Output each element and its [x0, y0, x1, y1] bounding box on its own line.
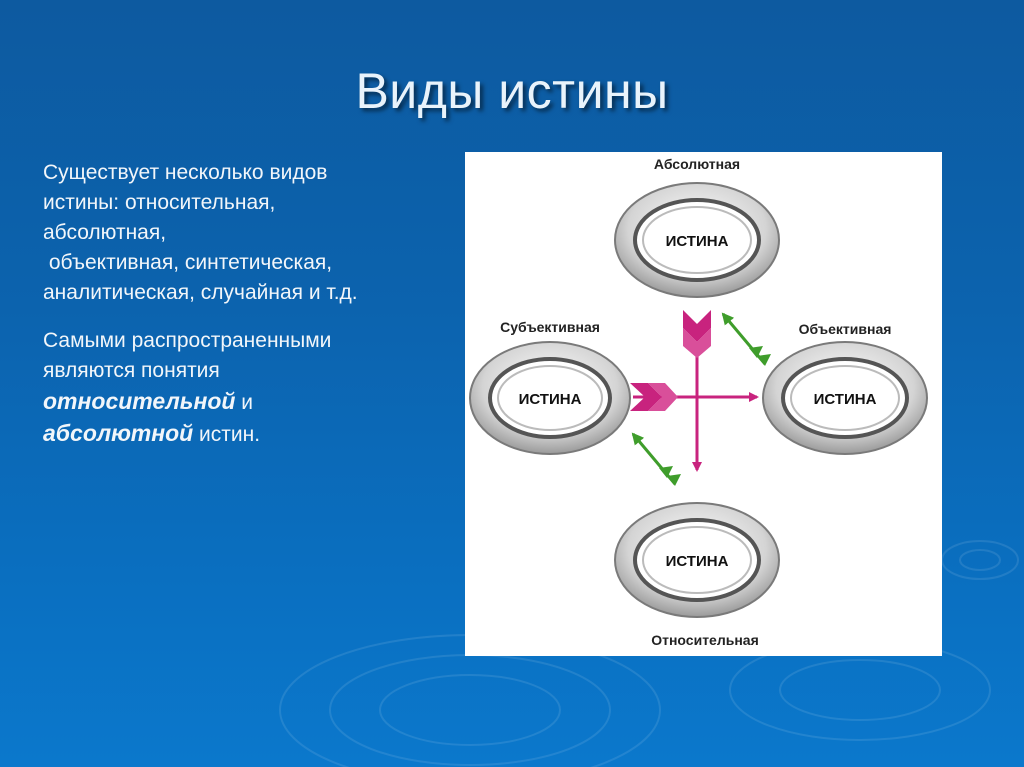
node-text-subjective: ИСТИНА	[519, 391, 582, 408]
green-feather-upper	[749, 346, 771, 366]
node-text-objective: ИСТИНА	[814, 391, 877, 408]
paragraph-line: относительной и	[43, 386, 443, 418]
truth-diagram: Абсолютная ИСТИНА Субъективная ИСТИНА Об…	[469, 156, 928, 648]
node-subjective: Субъективная ИСТИНА	[469, 319, 631, 455]
tail-text: истин.	[193, 423, 261, 446]
paragraph-line: абсолютной истин.	[43, 418, 443, 450]
feather-left-2	[648, 383, 678, 411]
conjunction: и	[235, 391, 254, 414]
feather-top	[683, 310, 711, 342]
diagram-panel: Абсолютная ИСТИНА Субъективная ИСТИНА Об…	[465, 152, 942, 656]
node-objective: Объективная ИСТИНА	[762, 321, 928, 455]
node-text-relative: ИСТИНА	[666, 553, 729, 570]
description-text: Существует несколько видов истины: относ…	[43, 158, 443, 450]
emphasis-absolute: абсолютной	[43, 420, 194, 446]
paragraph-line: абсолютная,	[43, 221, 167, 244]
node-absolute: Абсолютная ИСТИНА	[614, 156, 780, 298]
emphasis-relative: относительной	[43, 388, 236, 414]
node-label-objective: Объективная	[799, 321, 892, 337]
paragraph-line: объективная, синтетическая,	[43, 251, 333, 274]
node-relative: ИСТИНА Относительная	[614, 502, 780, 648]
feather-top-2	[683, 328, 711, 358]
magenta-arrows	[630, 310, 759, 472]
green-feather-lower	[659, 466, 681, 486]
node-label-relative: Относительная	[651, 632, 759, 648]
green-arrows	[631, 312, 771, 486]
paragraph-line: Самыми распространенными	[43, 329, 332, 352]
paragraph-line: аналитическая, случайная и т.д.	[43, 281, 358, 304]
feather-left	[630, 383, 662, 411]
paragraph-gap	[43, 308, 443, 326]
paragraph-line: являются понятия	[43, 359, 220, 382]
node-label-subjective: Субъективная	[500, 319, 600, 335]
paragraph-line: Существует несколько видов	[43, 161, 328, 184]
slide-title: Виды истины	[355, 63, 669, 119]
paragraph-line: истины: относительная,	[43, 191, 276, 214]
node-text-absolute: ИСТИНА	[666, 233, 729, 250]
node-label-absolute: Абсолютная	[654, 156, 740, 172]
